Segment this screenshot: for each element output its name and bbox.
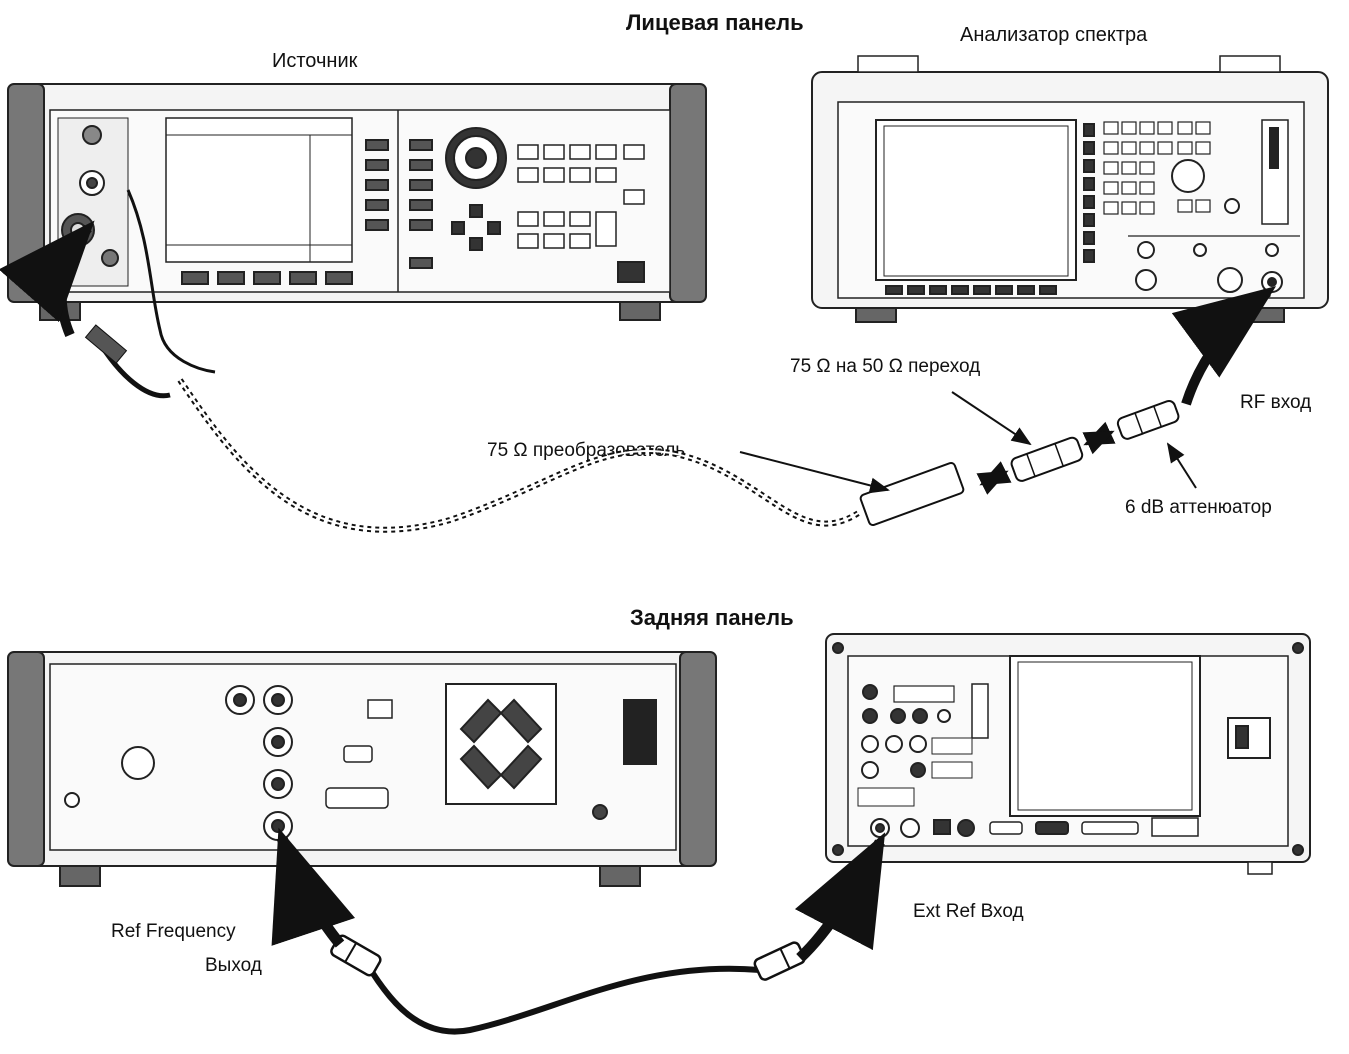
source-label: Источник [272,50,358,72]
front-cabling [0,189,1277,533]
attenuator-label: 6 dB аттенюатор [1125,497,1272,518]
ref-frequency-label: Ref Frequency [111,921,236,942]
converter-label: 75 Ω преобразователь [487,440,686,461]
rear-panel-heading: Задняя панель [630,605,794,630]
ref-frequency-output-label: Выход [205,955,262,976]
rf-input-label: RF вход [1240,392,1312,413]
front-panel-heading: Лицевая панель [626,10,804,35]
analyzer-front-panel [811,55,1329,323]
analyzer-label: Анализатор спектра [960,24,1148,46]
source-front-panel [7,83,707,321]
adapter-label: 75 Ω на 50 Ω переход [790,356,981,377]
ext-ref-label: Ext Ref Вход [913,901,1024,922]
analyzer-rear-panel [825,633,1311,875]
source-rear-panel [7,651,717,887]
rear-cabling [271,827,886,1035]
